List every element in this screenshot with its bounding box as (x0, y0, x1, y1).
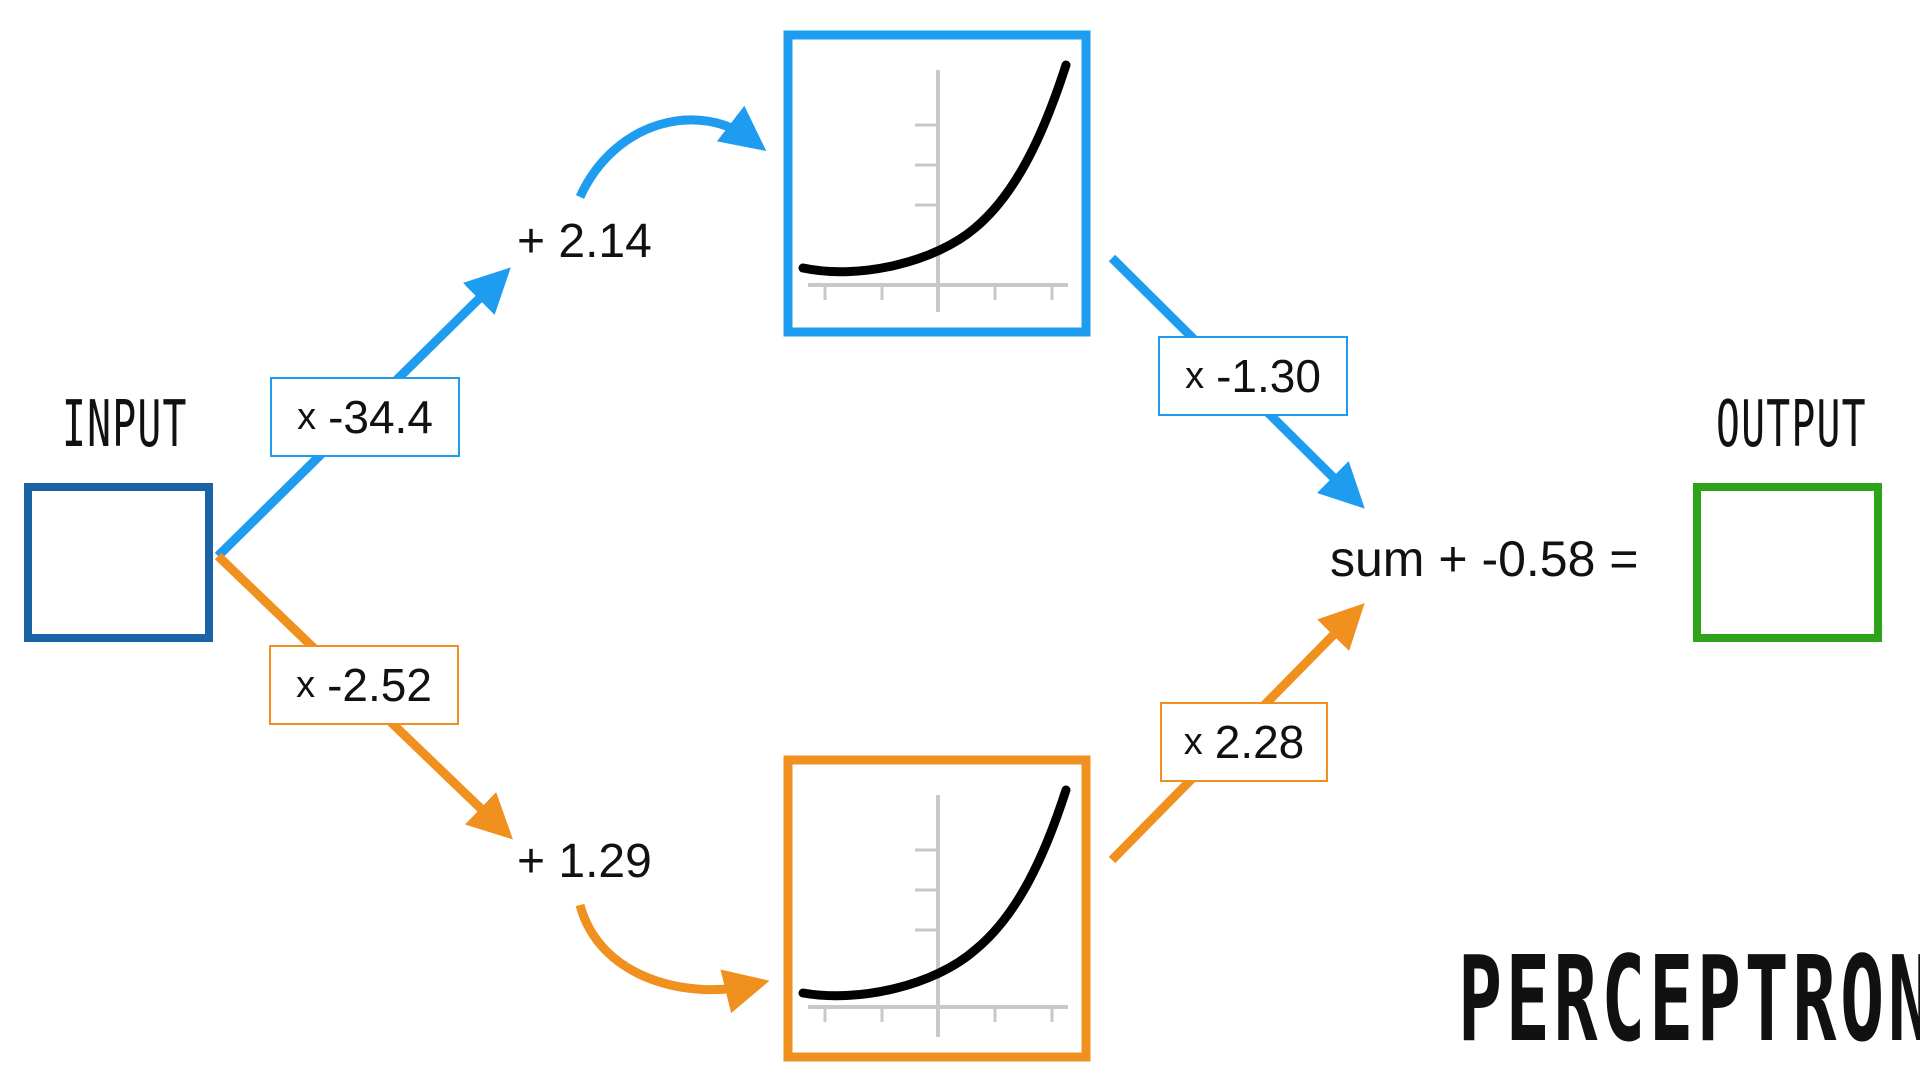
sum-expression: sum + -0.58 = (1330, 531, 1639, 587)
bottom-output-weight-value: 2.28 (1214, 716, 1305, 768)
bottom-input-weight-value: -2.52 (327, 659, 432, 711)
multiply-symbol: x (1185, 355, 1205, 397)
top-input-weight-value: -34.4 (328, 391, 433, 443)
input-label: INPUT (62, 388, 188, 462)
multiply-symbol: x (1183, 721, 1203, 763)
multiply-symbol: x (296, 664, 316, 706)
bottom-bias-value: + 1.29 (517, 835, 652, 888)
top-output-weight-label: x -1.30 (1158, 336, 1348, 416)
multiply-symbol: x (297, 396, 317, 438)
top-bias-value: + 2.14 (517, 215, 652, 268)
top-curve-arrow (575, 105, 767, 199)
bottom-curve-arrow (575, 903, 770, 1014)
input-node (24, 483, 213, 642)
softplus-curve-icon (798, 785, 1071, 1037)
top-activation-node (783, 30, 1091, 337)
diagram-title: PERCEPTRON (1458, 930, 1920, 1068)
output-node (1693, 483, 1882, 642)
top-output-weight-value: -1.30 (1216, 350, 1321, 402)
bottom-output-weight-label: x 2.28 (1160, 702, 1328, 782)
softplus-curve-icon (798, 60, 1071, 312)
bottom-activation-node (783, 755, 1091, 1062)
top-input-weight-label: x -34.4 (270, 377, 460, 457)
bottom-input-weight-label: x -2.52 (269, 645, 459, 725)
output-label: OUTPUT (1716, 388, 1867, 462)
